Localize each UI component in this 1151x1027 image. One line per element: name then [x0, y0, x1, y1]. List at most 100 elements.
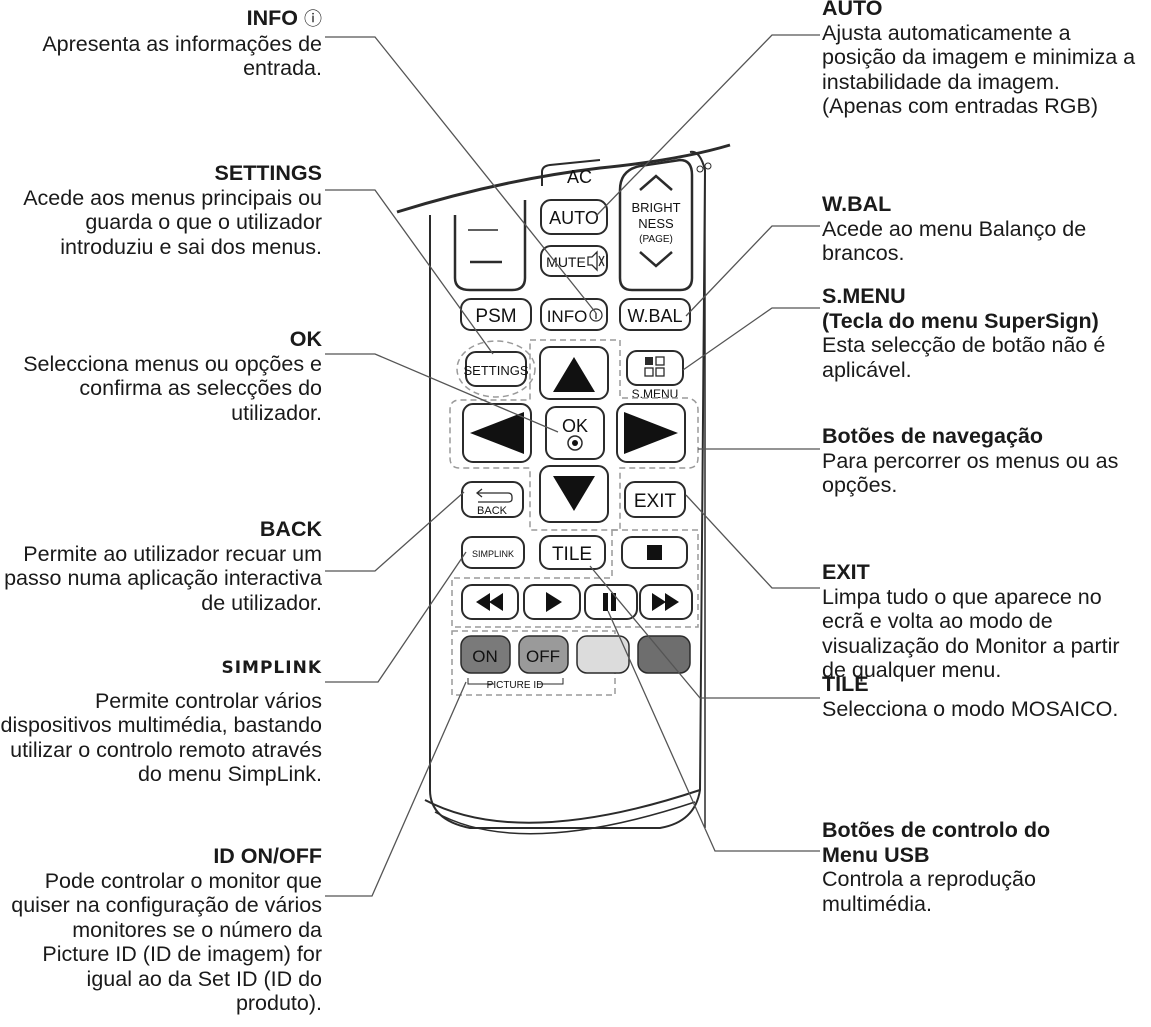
play-icon: [546, 592, 562, 612]
stop-icon: [647, 545, 662, 560]
callout-smenu-title: S.MENU: [822, 284, 906, 308]
callout-nav-title: Botões de navegação: [822, 424, 1044, 448]
callout-settings: SETTINGS Acede aos menus principais ou g…: [0, 161, 322, 259]
nav-dashed-outline: [449, 339, 699, 531]
callout-back: BACK Permite ao utilizador recuar um pas…: [0, 517, 322, 615]
ok-ring-icon: [567, 435, 583, 451]
callout-usb-title: Botões de controlo do Menu USB: [822, 818, 1051, 867]
callout-tile: TILE Selecciona o modo MOSAICO.: [822, 672, 1142, 721]
psm-label: PSM: [475, 306, 516, 327]
up-arrow-icon: [553, 357, 595, 392]
callout-auto-desc: Ajusta automaticamente a posição da imag…: [822, 20, 1136, 119]
tile-button[interactable]: TILE: [539, 535, 606, 570]
callout-ok-desc: Selecciona menus ou opções e confirma as…: [23, 351, 322, 425]
callout-id-title: ID ON/OFF: [213, 844, 322, 868]
callout-smenu-subtitle: (Tecla do menu SuperSign): [822, 308, 1099, 333]
callout-smenu-desc: Esta selecção de botão não é aplicável.: [822, 333, 1106, 382]
simplink-button[interactable]: SIMPLINK: [461, 536, 525, 569]
callout-auto-title: AUTO: [822, 0, 883, 20]
id-on-label: ON: [472, 647, 498, 666]
auto-label: AUTO: [549, 208, 599, 228]
callout-wbal-desc: Acede ao menu Balanço de brancos.: [822, 216, 1087, 266]
ok-button[interactable]: OK: [545, 406, 605, 460]
info-button[interactable]: INFO: [540, 298, 608, 331]
callout-usb: Botões de controlo do Menu USB Controla …: [822, 818, 1072, 916]
callout-back-desc: Permite ao utilizador recuar um passo nu…: [4, 541, 322, 615]
down-arrow-icon: [553, 476, 595, 511]
wbal-label: W.BAL: [627, 306, 682, 326]
stop-button[interactable]: [621, 536, 688, 569]
callout-exit-desc: Limpa tudo o que aparece no ecrã e volta…: [822, 584, 1120, 683]
nav-down-button[interactable]: [539, 465, 609, 523]
rewind-icon: [476, 593, 490, 611]
callout-exit-title: EXIT: [822, 560, 870, 584]
smenu-button[interactable]: S.MENU: [626, 350, 684, 401]
brightness-rocker[interactable]: BRIGHT NESS (PAGE): [618, 158, 694, 292]
callout-settings-desc: Acede aos menus principais ou guarda o q…: [23, 185, 322, 259]
mute-button[interactable]: MUTE: [540, 245, 608, 277]
callout-ok-title: OK: [289, 327, 322, 351]
brightness-label-2: NESS: [638, 216, 674, 231]
exit-button[interactable]: EXIT: [624, 481, 686, 518]
partial-top-button[interactable]: AC: [541, 159, 601, 187]
rewind-button[interactable]: [461, 584, 519, 620]
play-button[interactable]: [523, 584, 581, 620]
callout-back-title: BACK: [259, 517, 322, 541]
picture-id-label: PICTURE ID: [487, 680, 544, 691]
callout-nav: Botões de navegação Para percorrer os me…: [822, 424, 1142, 498]
supersign-grid-icon: [644, 356, 665, 377]
settings-label: SETTINGS: [463, 363, 528, 378]
brightness-label-3: (PAGE): [639, 234, 673, 245]
callout-smenu: S.MENU (Tecla do menu SuperSign) Esta se…: [822, 284, 1142, 382]
back-button[interactable]: BACK: [461, 481, 524, 518]
exit-label: EXIT: [634, 491, 677, 512]
ok-label: OK: [562, 416, 588, 436]
light-color-key[interactable]: [576, 635, 630, 674]
simplink-logo-text: SIMPLINK: [221, 658, 322, 678]
picture-id-bracket: PICTURE ID: [467, 678, 564, 691]
tile-label: TILE: [552, 544, 592, 565]
nav-left-button[interactable]: [462, 403, 532, 463]
callout-info-title: INFO ⓘ: [0, 6, 322, 32]
simplink-logo: SIMPLINK: [0, 654, 322, 681]
callout-usb-desc: Controla a reprodução multimédia.: [822, 867, 1036, 916]
callout-nav-desc: Para percorrer os menus ou as opções.: [822, 448, 1119, 498]
info-label: INFO: [547, 307, 588, 326]
partial-top-label: AC: [567, 167, 592, 187]
right-arrow-icon: [624, 412, 678, 454]
info-circle-icon: ⓘ: [304, 9, 322, 29]
simplink-button-label: SIMPLINK: [472, 549, 514, 559]
pause-button[interactable]: [584, 584, 638, 620]
callout-id-desc: Pode controlar o monitor que quiser na c…: [11, 868, 322, 1016]
nav-up-button[interactable]: [539, 346, 609, 400]
id-off-label: OFF: [526, 647, 560, 666]
mute-label: MUTE: [546, 254, 586, 270]
smenu-label: S.MENU: [632, 387, 679, 401]
wbal-button[interactable]: W.BAL: [619, 298, 691, 331]
id-on-button[interactable]: ON: [460, 635, 511, 674]
callout-info: INFO ⓘ Apresenta as informações de entra…: [0, 6, 322, 81]
brightness-label-1: BRIGHT: [631, 200, 680, 215]
auto-button[interactable]: AUTO: [540, 199, 608, 235]
back-arrow-icon: [478, 492, 513, 503]
nav-right-button[interactable]: [616, 403, 686, 463]
pause-icon: [603, 593, 608, 611]
callout-auto: AUTO Ajusta automaticamente a posição da…: [822, 0, 1142, 119]
fast-forward-button[interactable]: [639, 584, 693, 620]
callout-simplink: SIMPLINK Permite controlar vários dispos…: [0, 654, 322, 787]
psm-button[interactable]: PSM: [460, 298, 532, 331]
id-off-button[interactable]: OFF: [518, 635, 569, 674]
callout-tile-desc: Selecciona o modo MOSAICO.: [822, 696, 1119, 721]
callout-settings-title: SETTINGS: [214, 161, 322, 185]
brightness-down-icon: [639, 251, 673, 268]
callout-id: ID ON/OFF Pode controlar o monitor que q…: [0, 844, 322, 1016]
callout-ok: OK Selecciona menus ou opções e confirma…: [0, 327, 322, 425]
dark-color-key[interactable]: [637, 635, 691, 674]
callout-simplink-desc: Permite controlar vários dispositivos mu…: [0, 688, 322, 787]
back-label: BACK: [477, 505, 508, 517]
callout-exit: EXIT Limpa tudo o que aparece no ecrã e …: [822, 560, 1142, 683]
callout-info-desc: Apresenta as informações de entrada.: [42, 31, 322, 81]
info-title-text: INFO: [246, 6, 299, 30]
callout-wbal-title: W.BAL: [822, 192, 892, 216]
